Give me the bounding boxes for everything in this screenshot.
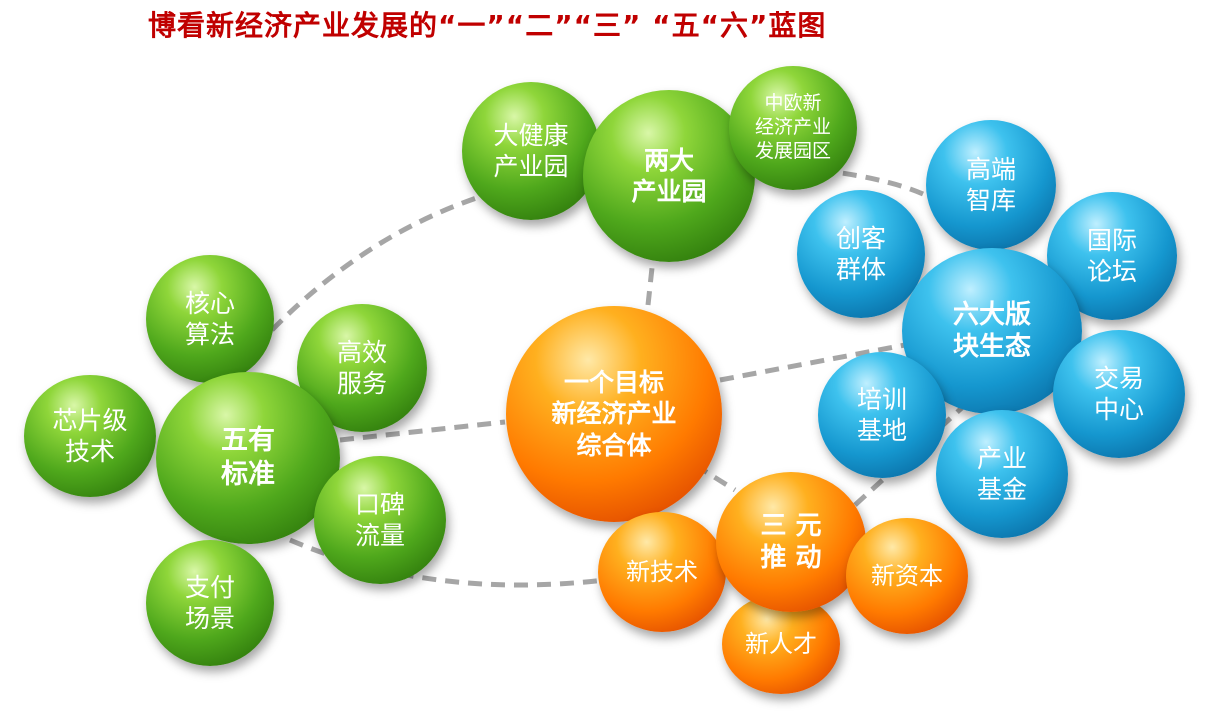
industry-fund-bubble: 产业 基金 xyxy=(936,410,1068,538)
five-standards-hub: 五有 标准 xyxy=(156,372,340,544)
new-tech-bubble: 新技术 xyxy=(598,512,726,632)
link-standards-parks xyxy=(270,182,521,332)
trade-center-bubble: 交易 中心 xyxy=(1053,330,1185,458)
training-base-bubble: 培训 基地 xyxy=(818,352,946,478)
goal-hub: 一个目标 新经济产业 综合体 xyxy=(506,306,722,522)
payment-scene-bubble: 支付 场景 xyxy=(146,540,274,666)
reputation-traffic-bubble: 口碑 流量 xyxy=(314,456,446,584)
think-tank-bubble: 高端 智库 xyxy=(926,120,1056,250)
link-center-standards xyxy=(339,419,506,443)
two-parks-hub: 两大 产业园 xyxy=(583,90,755,262)
link-center-six xyxy=(719,342,906,383)
core-algorithm-bubble: 核心 算法 xyxy=(146,255,274,383)
maker-group-bubble: 创客 群体 xyxy=(797,190,925,318)
link-parks-six xyxy=(819,167,937,203)
eu-park-bubble: 中欧新 经济产业 发展园区 xyxy=(729,66,857,190)
chip-tech-bubble: 芯片级 技术 xyxy=(24,375,156,497)
health-park-bubble: 大健康 产业园 xyxy=(462,82,600,220)
page-title: 博看新经济产业发展的“一”“二”“三” “五“六”蓝图 xyxy=(148,9,827,42)
new-capital-bubble: 新资本 xyxy=(846,518,968,634)
three-drivers-hub: 三 元 推 动 xyxy=(716,472,866,612)
